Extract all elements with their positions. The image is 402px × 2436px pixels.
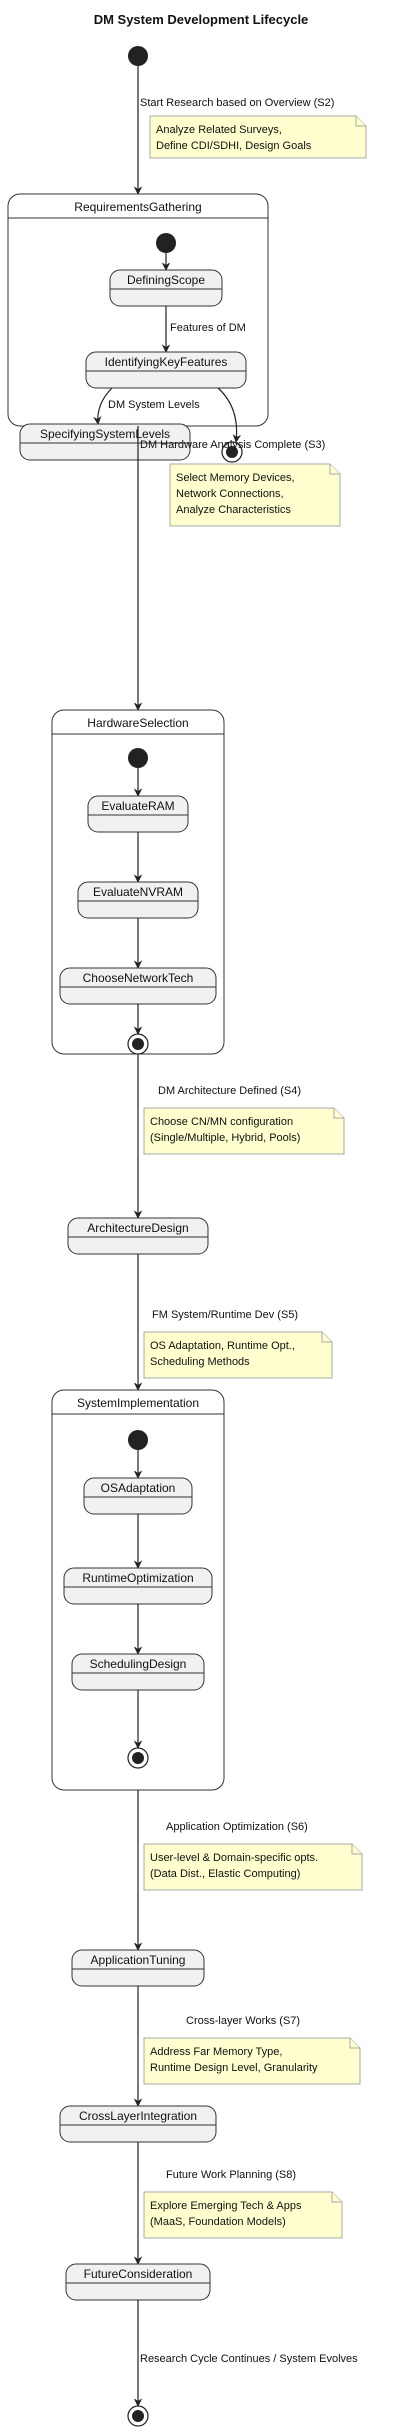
note-s6: User-level & Domain-specific opts. (Data … [143,1843,363,1891]
note-s8: Explore Emerging Tech & Apps (MaaS, Found… [143,2191,343,2239]
label-features-levels: DM System Levels [108,399,200,411]
state-evaluate-ram-label: EvaluateRAM [101,799,174,813]
state-cross-layer-integration: CrossLayerIntegration [59,2105,217,2143]
note-s3-line-1: Select Memory Devices, [176,472,295,484]
note-s8-line-2: (MaaS, Foundation Models) [150,2216,286,2228]
note-s7: Address Far Memory Type, Runtime Design L… [143,2037,361,2085]
state-system-implementation: SystemImplementationOSAdaptationRuntimeO… [51,1389,225,1791]
note-s2-line-2: Define CDI/SDHI, Design Goals [156,140,312,152]
state-cross-layer-integration-label: CrossLayerIntegration [79,2109,197,2123]
state-identifying-key-features-label: IdentifyingKeyFeatures [105,355,228,369]
state-architecture-design-label: ArchitectureDesign [87,1221,188,1235]
hardware-end-node [127,1033,149,1055]
label-hardware-architecture: DM Architecture Defined (S4) [158,1085,301,1097]
note-s4: Choose CN/MN configuration (Single/Multip… [143,1107,345,1155]
label-future-end: Research Cycle Continues / System Evolve… [140,2353,358,2365]
state-requirements-gathering: RequirementsGathering DefiningScope Feat… [7,193,269,463]
state-defining-scope-label: DefiningScope [127,273,205,287]
note-s8-line-1: Explore Emerging Tech & Apps [150,2200,302,2212]
label-start-requirements: Start Research based on Overview (S2) [140,97,334,109]
diagram-title: DM System Development Lifecycle [94,12,309,27]
final-end-node [127,2405,149,2427]
note-s2-line-1: Analyze Related Surveys, [156,124,282,136]
state-future-consideration-label: FutureConsideration [84,2267,193,2281]
state-requirements-gathering-label: RequirementsGathering [74,200,201,214]
edge-features-levels [93,387,113,425]
note-s3: Select Memory Devices, Network Connection… [169,463,341,527]
state-defining-scope: DefiningScope [109,269,223,307]
state-scheduling-design: SchedulingDesign [71,1653,205,1691]
state-application-tuning: ApplicationTuning [71,1949,205,1987]
label-implementation-tuning: Application Optimization (S6) [166,1821,308,1833]
note-s6-line-1: User-level & Domain-specific opts. [150,1852,318,1864]
note-s5-line-2: Scheduling Methods [150,1356,250,1368]
label-architecture-implementation: FM System/Runtime Dev (S5) [152,1309,298,1321]
state-identifying-key-features: IdentifyingKeyFeatures [85,351,247,389]
state-system-implementation-label: SystemImplementation [77,1396,199,1410]
state-choose-network-tech: ChooseNetworkTech [59,967,217,1005]
state-choose-network-tech-label: ChooseNetworkTech [83,971,194,985]
note-s3-line-3: Analyze Characteristics [176,504,291,516]
state-os-adaptation-label: OSAdaptation [101,1481,176,1495]
note-s7-line-1: Address Far Memory Type, [150,2046,282,2058]
note-s5: OS Adaptation, Runtime Opt., Scheduling M… [143,1331,333,1379]
note-s4-line-2: (Single/Multiple, Hybrid, Pools) [150,1132,300,1144]
implementation-start-node [128,1430,148,1450]
note-s4-line-1: Choose CN/MN configuration [150,1116,293,1128]
requirements-end-node [221,441,243,463]
note-s3-line-2: Network Connections, [176,488,284,500]
note-s6-line-2: (Data Dist., Elastic Computing) [150,1868,300,1880]
label-crosslayer-future: Future Work Planning (S8) [166,2169,296,2181]
hardware-start-node [128,748,148,768]
label-tuning-crosslayer: Cross-layer Works (S7) [186,2015,300,2027]
label-scope-features: Features of DM [170,322,246,334]
state-hardware-selection-label: HardwareSelection [87,716,188,730]
state-evaluate-ram: EvaluateRAM [87,795,189,833]
state-application-tuning-label: ApplicationTuning [91,1953,186,1967]
state-runtime-optimization-label: RuntimeOptimization [82,1571,193,1585]
note-s7-line-2: Runtime Design Level, Granularity [150,2062,318,2074]
state-architecture-design: ArchitectureDesign [67,1217,209,1255]
state-evaluate-nvram-label: EvaluateNVRAM [93,885,183,899]
state-os-adaptation: OSAdaptation [83,1477,193,1515]
implementation-end-node [127,1747,149,1769]
note-s2: Analyze Related Surveys, Define CDI/SDHI… [149,115,367,159]
state-future-consideration: FutureConsideration [65,2263,211,2301]
state-evaluate-nvram: EvaluateNVRAM [77,881,199,919]
state-runtime-optimization: RuntimeOptimization [63,1567,213,1605]
requirements-start-node [156,233,176,253]
state-scheduling-design-label: SchedulingDesign [90,1657,187,1671]
edge-features-end [217,387,242,443]
note-s5-line-1: OS Adaptation, Runtime Opt., [150,1340,295,1352]
label-requirements-hardware: DM Hardware Analysis Complete (S3) [140,439,325,451]
start-node [128,46,148,66]
